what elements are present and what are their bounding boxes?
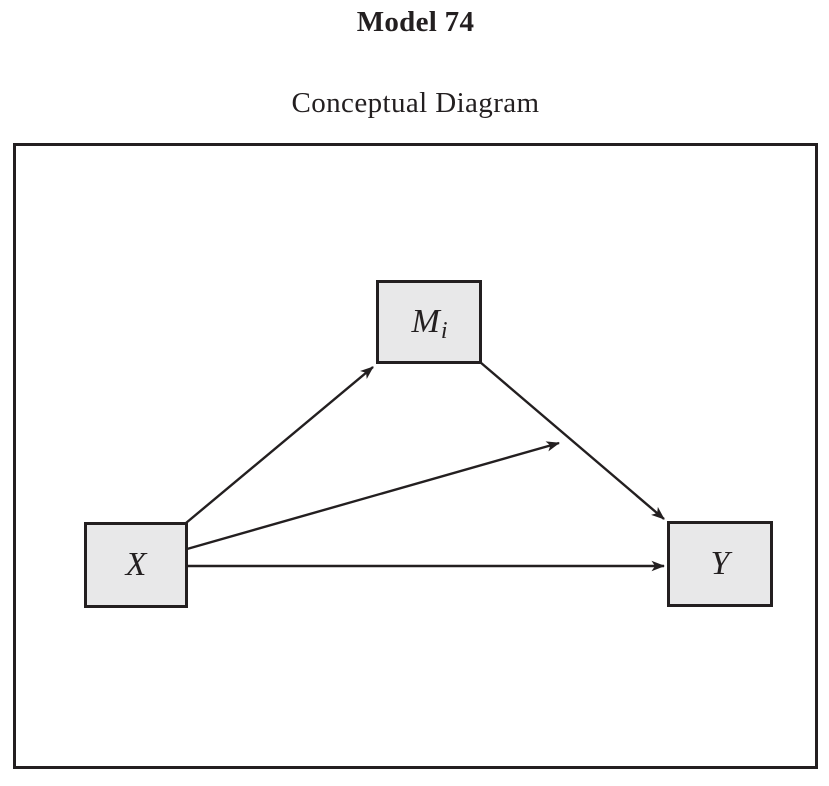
diagram-subtitle: Conceptual Diagram: [291, 87, 540, 119]
node-outcome-y: Y: [667, 521, 773, 607]
page-title: Model 74: [356, 6, 475, 38]
node-m-label: M: [411, 303, 440, 340]
node-y-label: Y: [710, 545, 730, 582]
diagram-frame: [13, 143, 818, 769]
node-predictor-x: X: [84, 522, 188, 608]
node-x-label: X: [125, 546, 147, 583]
node-m-label-subscript: i: [440, 318, 448, 344]
